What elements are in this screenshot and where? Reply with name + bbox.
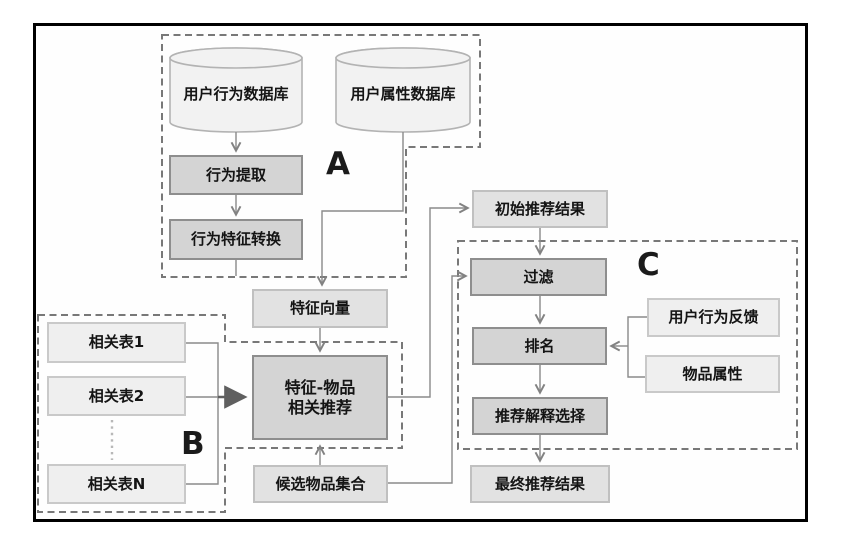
node-rel-table-2: 相关表2 xyxy=(47,376,186,416)
database-cylinder-user-behavior xyxy=(169,47,303,133)
node-candidate-set: 候选物品集合 xyxy=(253,465,388,503)
node-explanation-select: 推荐解释选择 xyxy=(472,397,608,435)
node-rel-table-n: 相关表N xyxy=(47,464,186,504)
connectors xyxy=(186,132,647,485)
node-user-behavior-db: 用户行为数据库 xyxy=(183,84,289,103)
database-cylinder-user-attr xyxy=(335,47,471,133)
group-label-a: A xyxy=(326,146,350,182)
node-ranking: 排名 xyxy=(472,327,607,365)
node-feature-vector: 特征向量 xyxy=(252,289,388,328)
group-label-c: C xyxy=(637,247,660,283)
node-final-result: 最终推荐结果 xyxy=(470,465,610,503)
node-user-feedback: 用户行为反馈 xyxy=(647,298,780,337)
node-filter: 过滤 xyxy=(470,258,607,296)
node-behavior-extract: 行为提取 xyxy=(169,155,303,195)
group-a-outline xyxy=(161,34,481,278)
node-rel-table-1: 相关表1 xyxy=(47,322,186,363)
group-c-outline xyxy=(457,240,798,450)
node-item-attr: 物品属性 xyxy=(645,355,780,393)
group-label-b: B xyxy=(181,426,205,462)
node-initial-result: 初始推荐结果 xyxy=(472,190,608,228)
node-user-attr-db: 用户属性数据库 xyxy=(350,84,456,103)
group-b-outline xyxy=(37,314,403,513)
node-feature-item-rec: 特征-物品 相关推荐 xyxy=(252,355,388,440)
node-behavior-feature-convert: 行为特征转换 xyxy=(169,219,303,260)
